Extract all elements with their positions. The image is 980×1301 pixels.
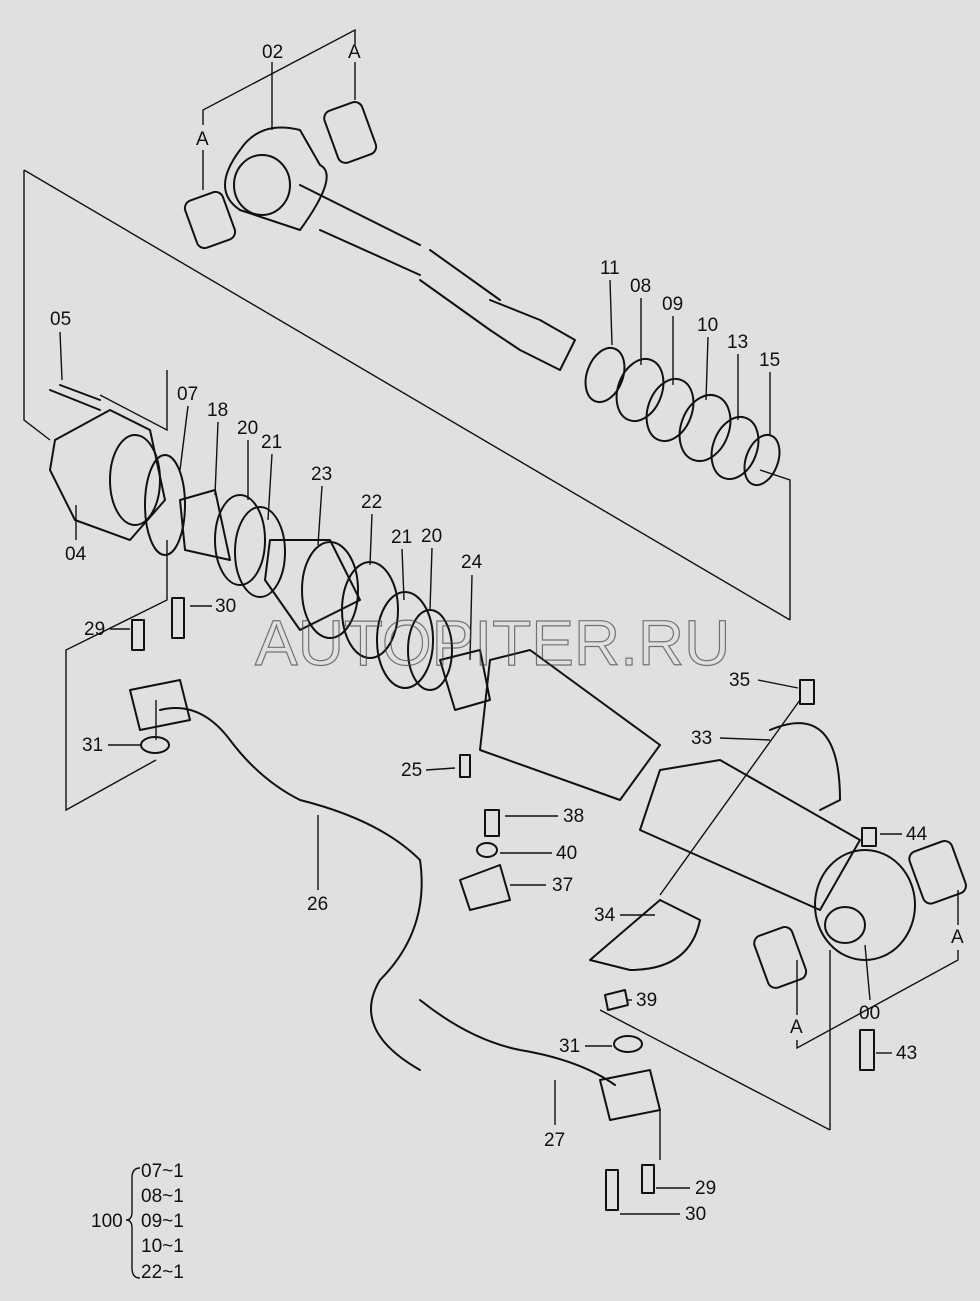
kit-number: 100 (91, 1211, 123, 1232)
label-25: 25 (401, 760, 422, 781)
label-02: 02 (262, 42, 283, 63)
label-31: 31 (559, 1036, 580, 1057)
kit-item: 09~1 (141, 1211, 184, 1232)
label-39: 39 (636, 990, 657, 1011)
label-38: 38 (563, 806, 584, 827)
label-a: A (348, 42, 361, 63)
label-00: 00 (859, 1003, 880, 1024)
label-07: 07 (177, 384, 198, 405)
label-34: 34 (594, 905, 616, 926)
label-05: 05 (50, 309, 71, 330)
label-35: 35 (729, 670, 750, 691)
label-33: 33 (691, 728, 712, 749)
label-13: 13 (727, 332, 748, 353)
label-a: A (951, 927, 964, 948)
label-11: 11 (600, 258, 620, 279)
label-27: 27 (544, 1130, 565, 1151)
label-24: 24 (461, 552, 483, 573)
label-44: 44 (906, 824, 928, 845)
part-labels: 02 A A 05 07 18 20 21 23 22 21 20 24 11 … (50, 42, 964, 1225)
repair-kit-legend: 100 07~1 08~1 09~1 10~1 22~1 (91, 1161, 184, 1283)
piston-rod (183, 101, 576, 371)
watermark: AUTOPITER.RU (255, 607, 730, 679)
label-a: A (790, 1017, 803, 1038)
label-20: 20 (237, 418, 258, 439)
label-20: 20 (421, 526, 442, 547)
kit-brace (125, 1167, 141, 1279)
piston-assembly (179, 489, 967, 989)
kit-item: 10~1 (141, 1236, 184, 1257)
frame-lines (23, 28, 959, 1160)
label-09: 09 (662, 294, 683, 315)
label-a: A (196, 129, 209, 150)
label-43: 43 (896, 1043, 917, 1064)
label-29: 29 (84, 619, 105, 640)
label-30: 30 (215, 596, 236, 617)
label-18: 18 (207, 400, 228, 421)
label-10: 10 (697, 315, 718, 336)
label-31: 31 (82, 735, 103, 756)
label-37: 37 (552, 875, 573, 896)
seal-rings (584, 346, 781, 487)
kit-item: 07~1 (141, 1161, 184, 1182)
label-30: 30 (685, 1204, 706, 1225)
label-04: 04 (65, 544, 87, 565)
label-23: 23 (311, 464, 332, 485)
label-21: 21 (391, 527, 412, 548)
cylinder-head (49, 389, 186, 556)
kit-item: 22~1 (141, 1262, 184, 1283)
hydraulic-tubes (129, 679, 841, 1121)
bolts (59, 384, 877, 1211)
leader-lines (59, 279, 902, 1215)
label-26: 26 (307, 894, 328, 915)
label-22: 22 (361, 492, 382, 513)
label-29: 29 (695, 1178, 716, 1199)
label-21: 21 (261, 432, 282, 453)
label-15: 15 (759, 350, 780, 371)
label-08: 08 (630, 276, 651, 297)
kit-item: 08~1 (141, 1186, 184, 1207)
label-40: 40 (556, 843, 577, 864)
